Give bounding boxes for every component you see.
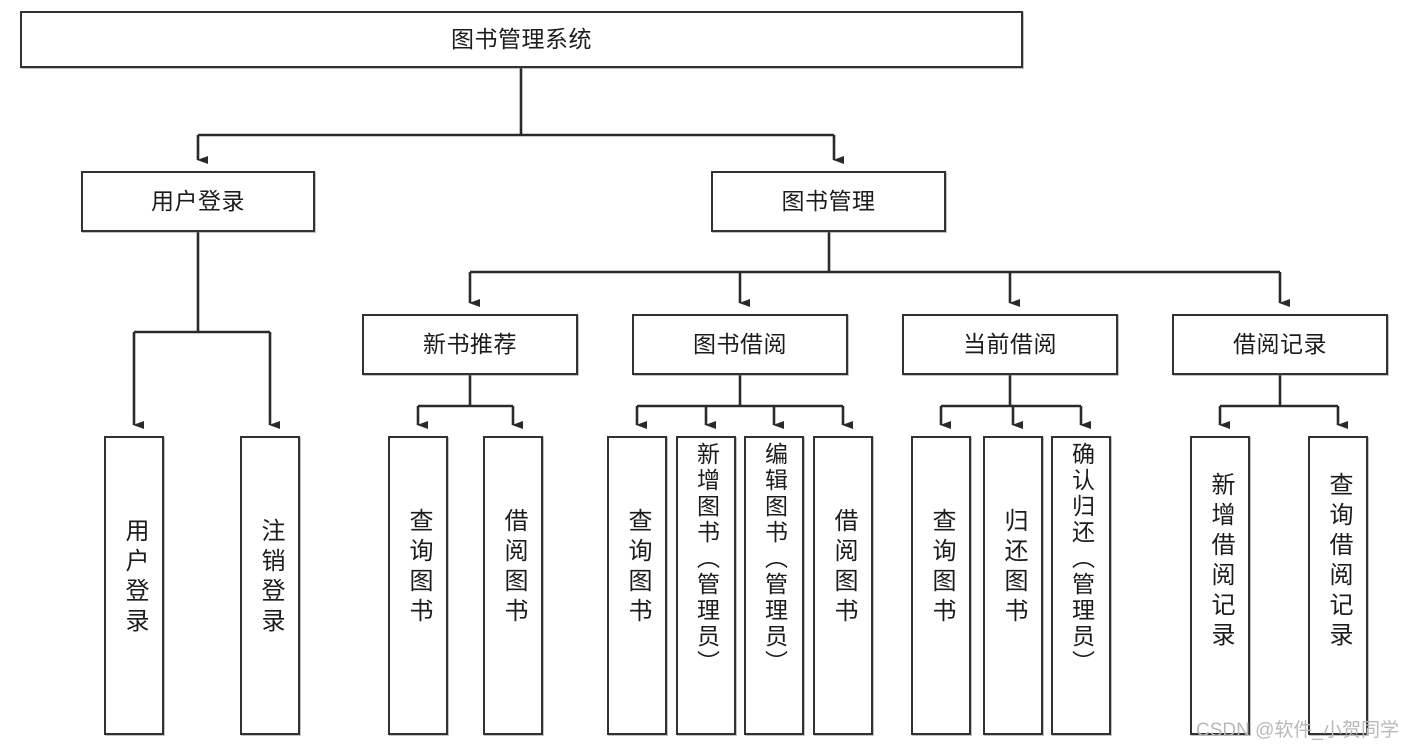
node-leaf-confirm-return-label: 确认归还（管理员）	[1068, 442, 1095, 676]
node-leaf-query-book-1[interactable]: 查询图书	[388, 436, 448, 735]
node-leaf-add-book[interactable]: 新增图书（管理员）	[676, 436, 736, 735]
node-root-label: 图书管理系统	[451, 25, 592, 52]
node-leaf-return-book[interactable]: 归还图书	[983, 436, 1043, 735]
node-leaf-query-record[interactable]: 查询借阅记录	[1308, 436, 1368, 735]
node-root[interactable]: 图书管理系统	[20, 11, 1023, 68]
node-leaf-borrow-book-2-label: 借阅图书	[830, 508, 857, 628]
node-leaf-user-login-label: 用户登录	[121, 518, 148, 638]
node-leaf-borrow-book-1[interactable]: 借阅图书	[483, 436, 543, 735]
node-borrow-record-label: 借阅记录	[1233, 330, 1327, 357]
node-leaf-return-book-label: 归还图书	[1000, 508, 1027, 628]
node-leaf-add-record[interactable]: 新增借阅记录	[1190, 436, 1250, 735]
node-leaf-query-book-3-label: 查询图书	[928, 508, 955, 628]
node-current-borrow-label: 当前借阅	[963, 330, 1057, 357]
node-leaf-user-login[interactable]: 用户登录	[104, 436, 164, 735]
node-leaf-edit-book[interactable]: 编辑图书（管理员）	[744, 436, 804, 735]
node-book-borrow[interactable]: 图书借阅	[632, 314, 848, 375]
node-book-management[interactable]: 图书管理	[711, 171, 946, 232]
node-leaf-add-book-label: 新增图书（管理员）	[693, 442, 720, 676]
node-leaf-add-record-label: 新增借阅记录	[1207, 472, 1234, 652]
node-leaf-borrow-book-2[interactable]: 借阅图书	[813, 436, 873, 735]
node-leaf-query-book-3[interactable]: 查询图书	[911, 436, 971, 735]
node-user-login-label: 用户登录	[151, 187, 245, 214]
node-leaf-borrow-book-1-label: 借阅图书	[500, 508, 527, 628]
node-leaf-query-book-2[interactable]: 查询图书	[607, 436, 667, 735]
node-leaf-edit-book-label: 编辑图书（管理员）	[761, 442, 788, 676]
node-user-login[interactable]: 用户登录	[81, 171, 315, 232]
node-leaf-query-book-2-label: 查询图书	[624, 508, 651, 628]
node-leaf-confirm-return[interactable]: 确认归还（管理员）	[1051, 436, 1111, 735]
node-leaf-query-book-1-label: 查询图书	[405, 508, 432, 628]
node-leaf-user-logout-label: 注销登录	[257, 518, 284, 638]
node-current-borrow[interactable]: 当前借阅	[902, 314, 1118, 375]
node-new-book-recommend[interactable]: 新书推荐	[362, 314, 578, 375]
node-book-management-label: 图书管理	[781, 187, 876, 214]
node-new-book-recommend-label: 新书推荐	[423, 330, 517, 357]
node-borrow-record[interactable]: 借阅记录	[1172, 314, 1388, 375]
csdn-watermark: CSDN @软件_小贺同学	[1196, 720, 1399, 741]
node-book-borrow-label: 图书借阅	[693, 330, 787, 357]
node-leaf-query-record-label: 查询借阅记录	[1325, 472, 1352, 652]
node-leaf-user-logout[interactable]: 注销登录	[240, 436, 300, 735]
